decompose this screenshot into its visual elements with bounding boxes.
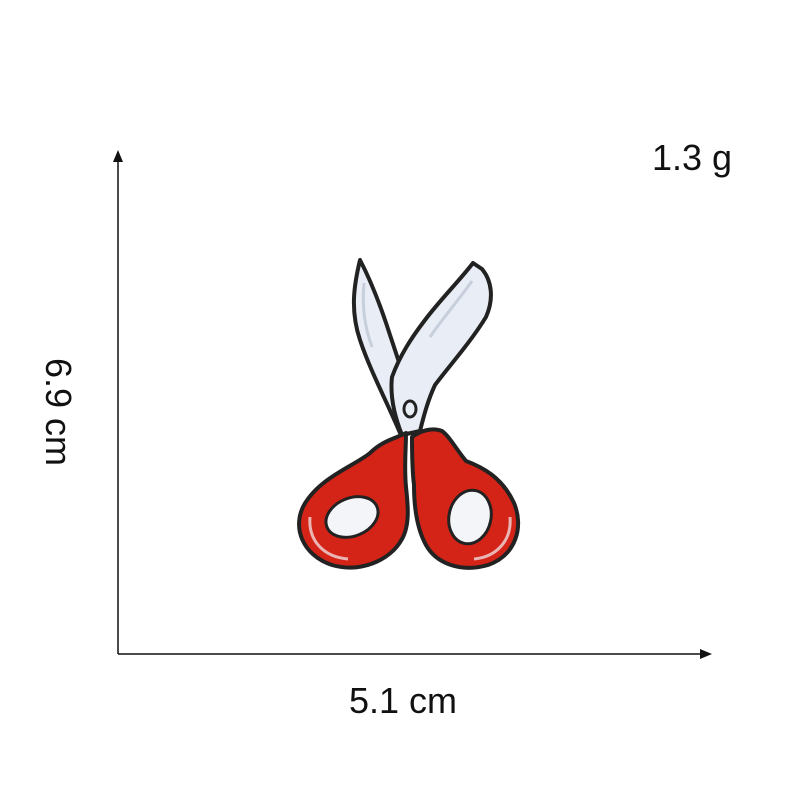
width-label: 5.1 cm	[349, 680, 458, 721]
scissors-patch-image	[297, 258, 521, 570]
right-handle	[410, 427, 521, 570]
height-label: 6.9 cm	[38, 357, 79, 467]
left-finger-hole	[324, 495, 380, 539]
vertical-axis-arrowhead	[113, 150, 123, 162]
pivot-screw	[402, 399, 418, 419]
weight-label: 1.3 g	[652, 137, 733, 178]
horizontal-axis-arrowhead	[700, 649, 712, 659]
left-handle	[297, 431, 410, 570]
right-finger-hole	[447, 488, 493, 546]
